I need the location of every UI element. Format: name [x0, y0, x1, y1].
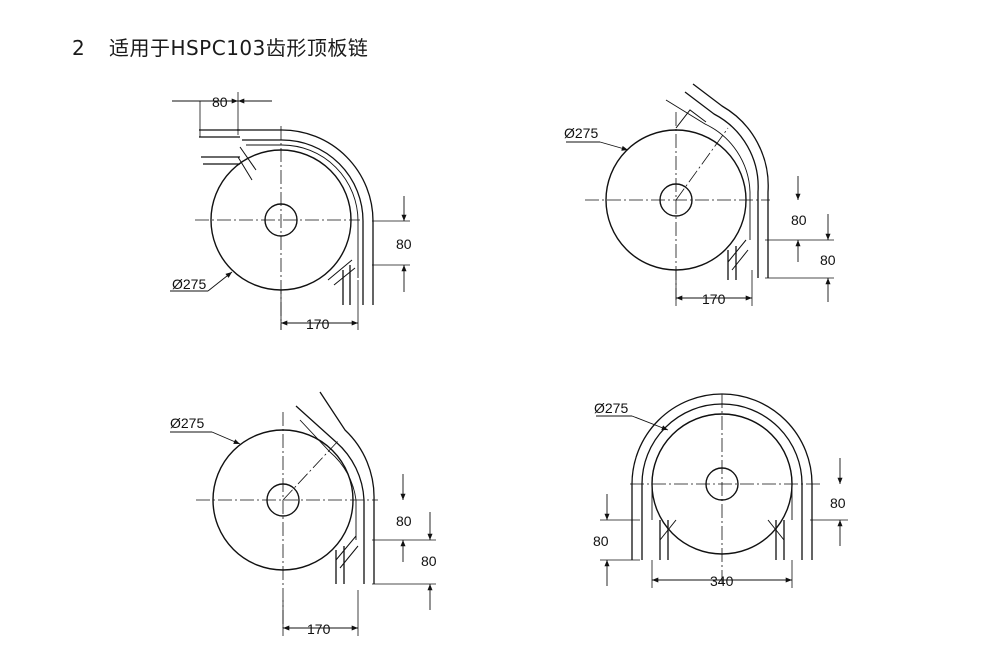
view-top-left [170, 92, 410, 330]
support-bracket [237, 146, 257, 181]
label-bottom-left-diameter: Ø275 [170, 415, 204, 431]
support-bracket [659, 519, 785, 541]
label-top-right-height-inner: 80 [791, 212, 807, 228]
label-bottom-right-height-left: 80 [593, 533, 609, 549]
label-top-left-diameter: Ø275 [172, 276, 206, 292]
chain-guide-mid [651, 413, 793, 520]
chain-guide-inner [295, 405, 365, 584]
label-top-right-height-outer: 80 [820, 252, 836, 268]
heading-text: 适用于HSPC103齿形顶板链 [108, 36, 369, 60]
chain-guide-mid [299, 419, 357, 540]
chain-guide-inner [242, 139, 364, 305]
label-bottom-right-height-right: 80 [830, 495, 846, 511]
label-top-right-bottom: 170 [702, 291, 726, 307]
chain-guide-mid [246, 144, 359, 278]
chain-guide-outer [237, 129, 374, 305]
support-bracket [327, 259, 356, 286]
label-bottom-left-height-inner: 80 [396, 513, 412, 529]
chain-guide-inner [684, 91, 759, 278]
chain-guide-inner [641, 403, 803, 560]
support-bracket [335, 535, 359, 569]
label-top-left-bottom: 170 [306, 316, 330, 332]
label-bottom-left-height-outer: 80 [421, 553, 437, 569]
chain-guide-outer [692, 83, 769, 278]
page-heading: 2 适用于HSPC103齿形顶板链 [72, 32, 368, 61]
support-bracket [727, 239, 749, 271]
chain-guide-mid [665, 99, 751, 240]
chain-guide-outer [319, 391, 375, 584]
view-bottom-left [170, 391, 436, 636]
chain-guide-outer [631, 393, 813, 560]
label-bottom-right-diameter: Ø275 [594, 400, 628, 416]
label-top-left-width: 80 [212, 94, 228, 110]
view-top-right [566, 83, 834, 306]
label-top-left-height: 80 [396, 236, 412, 252]
heading-number: 2 [72, 36, 86, 60]
label-bottom-right-bottom: 340 [710, 573, 734, 589]
label-top-right-diameter: Ø275 [564, 125, 598, 141]
label-bottom-left-bottom: 170 [307, 621, 331, 637]
view-bottom-right [596, 393, 848, 588]
